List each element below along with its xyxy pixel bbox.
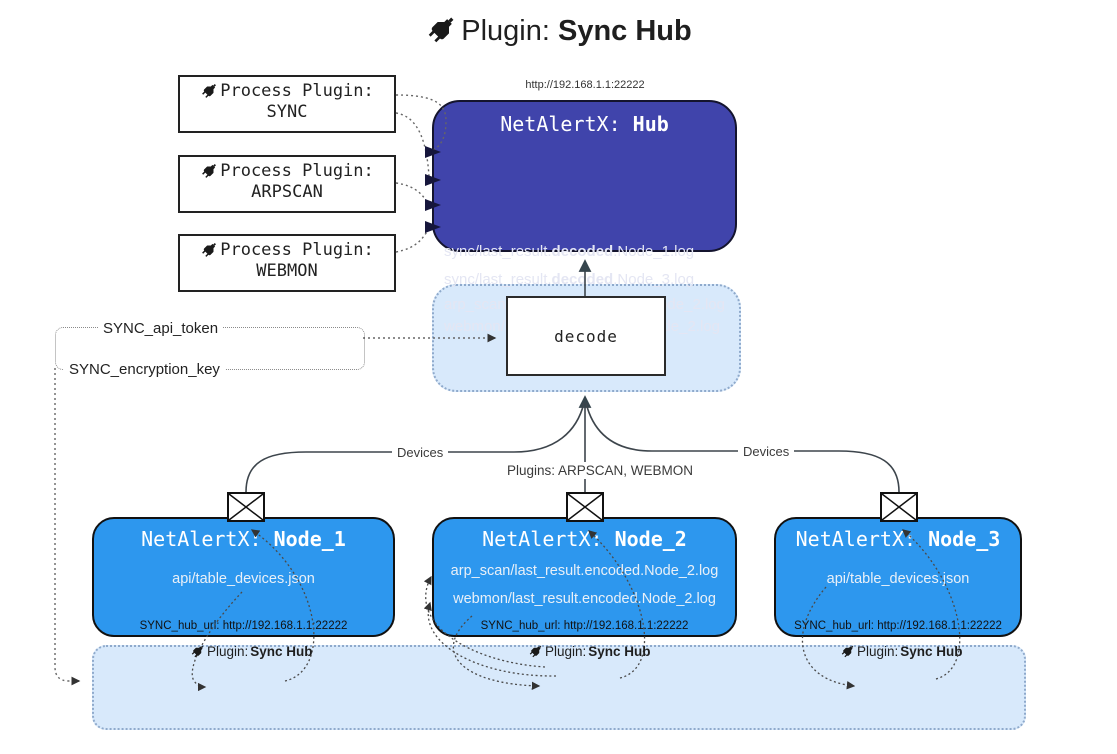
process-plugin-box-webmon: Process Plugin: WEBMON bbox=[178, 234, 396, 292]
plugins-label: Plugins: ARPSCAN, WEBMON bbox=[502, 462, 699, 479]
process-plugin-name: ARPSCAN bbox=[251, 182, 323, 202]
process-plugin-label: Process Plugin: bbox=[220, 161, 374, 181]
process-plugin-name: WEBMON bbox=[256, 261, 318, 281]
plug-icon bbox=[528, 644, 543, 659]
hub-title: NetAlertX: Hub bbox=[500, 112, 669, 136]
node-title: NetAlertX: Node_1 bbox=[141, 527, 346, 551]
encode-plugin-label: Plugin: Sync Hub bbox=[840, 644, 963, 659]
plug-icon bbox=[200, 162, 219, 180]
envelope-icon bbox=[227, 492, 265, 522]
node-hub-url: SYNC_hub_url: http://192.168.1.1:22222 bbox=[139, 620, 348, 632]
decode-label: decode bbox=[554, 326, 618, 346]
encode-plugin-label: Plugin: Sync Hub bbox=[528, 644, 651, 659]
envelope-icon bbox=[880, 492, 918, 522]
hub-log-line: sync/last_result.decoded.Node_1.log bbox=[444, 243, 695, 260]
plug-icon bbox=[840, 644, 855, 659]
node-file: api/table_devices.json bbox=[172, 571, 315, 587]
plug-icon bbox=[200, 82, 219, 100]
plug-icon bbox=[200, 241, 219, 259]
plug-icon bbox=[425, 14, 458, 46]
plug-icon bbox=[190, 644, 205, 659]
node-file: webmon/last_result.encoded.Node_2.log bbox=[453, 591, 716, 607]
node-hub-url: SYNC_hub_url: http://192.168.1.1:22222 bbox=[480, 620, 689, 632]
node-title: NetAlertX: Node_2 bbox=[482, 527, 687, 551]
encode-plugin-label: Plugin: Sync Hub bbox=[190, 644, 313, 659]
node-box-node2: NetAlertX: Node_2 arp_scan/last_result.e… bbox=[432, 517, 737, 637]
sync-api-token-label: SYNC_api_token bbox=[98, 319, 224, 338]
node-box-node3: NetAlertX: Node_3 api/table_devices.json… bbox=[774, 517, 1022, 637]
hub-box: NetAlertX: Hub sync/last_result.decoded.… bbox=[432, 100, 737, 335]
envelope-icon bbox=[566, 492, 604, 522]
sync-encryption-key-label: SYNC_encryption_key bbox=[64, 360, 225, 379]
encode-band bbox=[92, 645, 1026, 730]
process-plugin-label: Process Plugin: bbox=[220, 81, 374, 101]
hub-log-line: sync/last_result.decoded.Node_3.log bbox=[444, 271, 695, 288]
decode-box: decode bbox=[506, 296, 666, 376]
node-box-node1: NetAlertX: Node_1 api/table_devices.json… bbox=[92, 517, 395, 637]
devices-label-right: Devices bbox=[738, 443, 795, 460]
page-title: Plugin: Sync Hub bbox=[0, 14, 1117, 48]
devices-label-left: Devices bbox=[392, 444, 449, 461]
process-plugin-box-arpscan: Process Plugin: ARPSCAN bbox=[178, 155, 396, 213]
node-hub-url: SYNC_hub_url: http://192.168.1.1:22222 bbox=[794, 620, 1002, 632]
process-plugin-label: Process Plugin: bbox=[220, 240, 374, 260]
node-file: api/table_devices.json bbox=[826, 571, 970, 587]
process-plugin-box-sync: Process Plugin: SYNC bbox=[178, 75, 396, 133]
hub-url-label: http://192.168.1.1:22222 bbox=[525, 79, 645, 91]
node-title: NetAlertX: Node_3 bbox=[795, 527, 1001, 551]
node-file: arp_scan/last_result.encoded.Node_2.log bbox=[450, 563, 719, 579]
process-plugin-name: SYNC bbox=[266, 102, 308, 122]
